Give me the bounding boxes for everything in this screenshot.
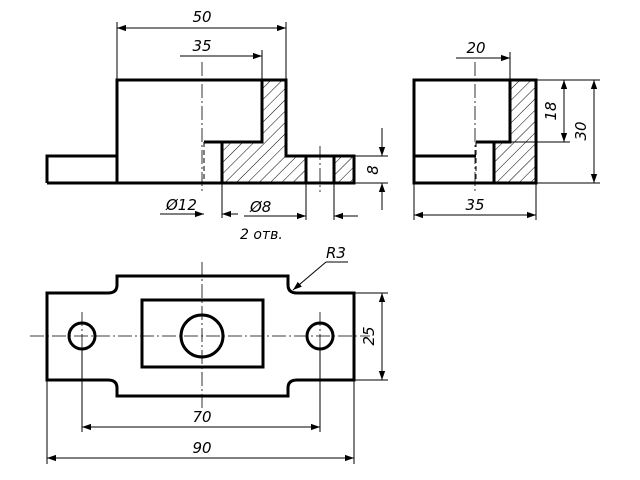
dim-r3-label: R3 <box>326 244 346 262</box>
dim-18-label: 18 <box>542 101 560 120</box>
dim-50-label: 50 <box>192 8 211 26</box>
dim-d12-label: Ø12 <box>165 196 197 214</box>
dim-8-label: 8 <box>364 165 382 175</box>
dim-25-label: 25 <box>360 326 378 345</box>
front-ear-hatch <box>334 156 354 183</box>
front-section-hatch <box>222 80 306 183</box>
top-inner-recess <box>140 298 265 369</box>
dim-35-label: 35 <box>192 37 211 55</box>
top-view: R3 25 70 90 <box>30 244 388 464</box>
side-section-hatch <box>494 80 536 183</box>
dim-20-label: 20 <box>466 39 485 57</box>
dim-d8-label: Ø8 <box>249 198 271 216</box>
side-bore-edge <box>476 80 512 144</box>
dim-90-label: 90 <box>192 439 211 457</box>
holes-count-note: 2 отв. <box>240 227 283 243</box>
front-bore-edge <box>204 80 264 144</box>
dim-side35-label: 35 <box>465 196 484 214</box>
side-view: 20 18 30 35 <box>412 39 600 220</box>
front-outline <box>45 78 356 185</box>
dim-30-label: 30 <box>572 121 590 140</box>
front-view: 50 35 Ø12 Ø8 2 отв. 8 <box>45 8 388 243</box>
dim-r3-leader <box>292 261 327 291</box>
dim-70-label: 70 <box>192 408 211 426</box>
